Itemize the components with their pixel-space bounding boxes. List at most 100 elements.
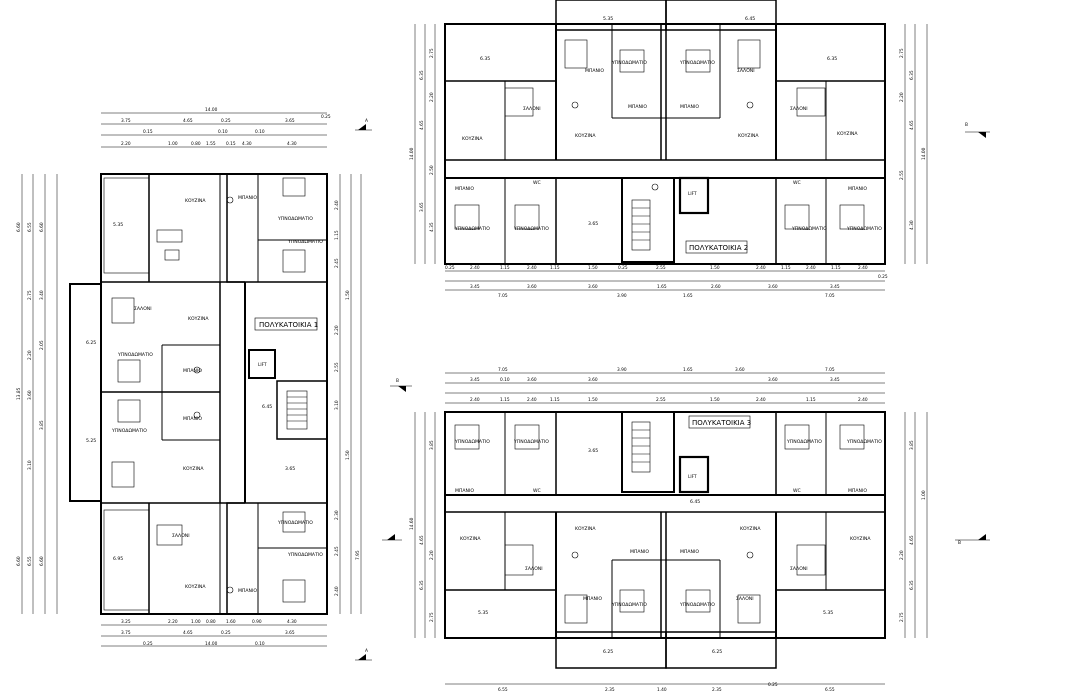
b2-kitchen-label: ΚΟΥΖΙΝΑ — [738, 133, 759, 139]
b2-dim-left: 4.65 — [419, 120, 425, 130]
b3-area: 5.35 — [823, 610, 833, 616]
b3-dim-right: 4.65 — [909, 535, 915, 545]
b3-living-label: ΣΑΛΟΝΙ — [736, 596, 754, 602]
b2-bedroom-label: ΥΠΝΟΔΩΜΑΤΙΟ — [454, 226, 490, 232]
b3-dim-top: 7.05 — [825, 367, 835, 373]
b2-dim-bottom: 3.60 — [527, 284, 537, 290]
b2-dim-bottom: 2.40 — [806, 265, 816, 271]
b1-dim-top: 0.10 — [218, 129, 228, 135]
b1-dim-bottom: 1.00 — [191, 619, 201, 625]
b2-bath-label: ΜΠΑΝΙΟ — [628, 104, 647, 110]
b2-dim-bottom: 2.40 — [858, 265, 868, 271]
b1-bedroom-label-6: ΥΠΝΟΔΩΜΑΤΙΟ — [287, 552, 323, 558]
building-2-plan: LIFT ΠΟΛΥΚΑΤΟΙΚΙΑ 2 ΥΠΝΟΔΩΜΑΤΙΟ ΥΠΝΟΔΩΜΑ… — [409, 0, 990, 299]
b3-bedroom-label: ΥΠΝΟΔΩΜΑΤΙΟ — [611, 602, 647, 608]
b2-dim-bottom: 2.40 — [527, 265, 537, 271]
b1-dim-bottom: 4.65 — [183, 630, 193, 636]
b3-kitchen-label: ΚΟΥΖΙΝΑ — [740, 526, 761, 532]
b3-dim-left: 6.35 — [419, 580, 425, 590]
b2-dim-bottom: 1.65 — [657, 284, 667, 290]
b1-living-label-1: ΣΑΛΟΝΙ — [134, 306, 152, 312]
b1-dim-bottom: 14.00 — [205, 641, 218, 647]
b1-dim-right: 1.50 — [345, 290, 351, 300]
b3-dim-bottom: 1.40 — [657, 687, 667, 693]
b2-dim-bottom: 2.40 — [756, 265, 766, 271]
b3-bedroom-label: ΥΠΝΟΔΩΜΑΤΙΟ — [513, 439, 549, 445]
b1-dim-bottom: 0.10 — [255, 641, 265, 647]
b2-dim-bottom: 3.45 — [830, 284, 840, 290]
b1-dim-left: 2.75 — [27, 290, 33, 300]
b2-dim-bottom: 1.50 — [588, 265, 598, 271]
b2-dim-bottom: 2.60 — [711, 284, 721, 290]
b3-dim-top: 1.65 — [683, 367, 693, 373]
b1-dim-left: 6.55 — [27, 222, 33, 232]
section-marker-b-b2: B — [965, 122, 990, 138]
b3-dim-bottom: 2.35 — [605, 687, 615, 693]
b2-bath-label: ΜΠΑΝΙΟ — [680, 104, 699, 110]
b1-dim-right: 2.45 — [334, 546, 340, 556]
section-marker-b-left: B — [390, 378, 412, 392]
b2-dim-right: 2.75 — [899, 48, 905, 58]
b3-dim-top: 2.40 — [527, 397, 537, 403]
b1-dim-top: 2.20 — [121, 141, 131, 147]
b3-dim-top: 0.10 — [500, 377, 510, 383]
b3-dim-top: 2.40 — [470, 397, 480, 403]
b2-dim-bottom: 1.15 — [500, 265, 510, 271]
b1-dim-right: 2.40 — [334, 586, 340, 596]
b2-dim-bottom: 3.60 — [768, 284, 778, 290]
b3-area: 6.45 — [690, 499, 700, 505]
b3-dim-bottom: 2.35 — [712, 687, 722, 693]
b1-dim-left: 6.60 — [39, 556, 45, 566]
b1-dim-left: 6.60 — [16, 556, 22, 566]
b2-kitchen-label: ΚΟΥΖΙΝΑ — [462, 136, 483, 142]
b1-dim-top: 0.10 — [255, 129, 265, 135]
b1-dim-bottom: 2.20 — [168, 619, 178, 625]
b2-bath-label: ΜΠΑΝΙΟ — [455, 186, 474, 192]
b3-dim-top: 3.60 — [588, 377, 598, 383]
section-marker-a-bottom: A — [355, 648, 372, 661]
b1-area-6: 3.65 — [285, 466, 295, 472]
b2-bedroom-label: ΥΠΝΟΔΩΜΑΤΙΟ — [679, 60, 715, 66]
b2-area: 6.35 — [827, 56, 837, 62]
b1-bedroom-label-2: ΥΠΝΟΔΩΜΑΤΙΟ — [287, 239, 323, 245]
b2-bedroom-label: ΥΠΝΟΔΩΜΑΤΙΟ — [846, 226, 882, 232]
b2-dim-right: 2.55 — [899, 170, 905, 180]
b2-dim-left: 4.35 — [429, 222, 435, 232]
b2-dim-bottom: 3.45 — [470, 284, 480, 290]
b1-bedroom-label-3: ΥΠΝΟΔΩΜΑΤΙΟ — [117, 352, 153, 358]
b3-bedroom-label: ΥΠΝΟΔΩΜΑΤΙΟ — [786, 439, 822, 445]
b2-dim-bottom: 1.15 — [550, 265, 560, 271]
b1-dim-bottom: 3.65 — [285, 630, 295, 636]
b2-dim-left: 2.20 — [429, 92, 435, 102]
section-marker-a-top: A — [355, 118, 372, 131]
b3-dim-right: 3.85 — [909, 440, 915, 450]
b1-dim-top: 1.55 — [206, 141, 216, 147]
b1-dim-bottom: 4.30 — [287, 619, 297, 625]
b3-dim-bottom: 6.55 — [825, 687, 835, 693]
b3-dim-left: 14.60 — [409, 517, 415, 530]
b3-living-label: ΣΑΛΟΝΙ — [790, 566, 808, 572]
b1-dim-left: 2.20 — [27, 350, 33, 360]
b1-kitchen-label-4: ΚΟΥΖΙΝΑ — [185, 584, 206, 590]
b3-dim-right: 6.35 — [909, 580, 915, 590]
b2-area: 5.35 — [603, 16, 613, 22]
building-2-label: ΠΟΛΥΚΑΤΟΙΚΙΑ 2 — [689, 244, 748, 252]
b3-bedroom-label: ΥΠΝΟΔΩΜΑΤΙΟ — [846, 439, 882, 445]
b2-dim-bottom: 0.25 — [878, 274, 888, 280]
b2-living-label: ΣΑΛΟΝΙ — [790, 106, 808, 112]
b2-kitchen-label: ΚΟΥΖΙΝΑ — [575, 133, 596, 139]
b3-dim-top: 3.60 — [527, 377, 537, 383]
b1-dim-right: 2.45 — [334, 258, 340, 268]
b1-dim-top: 0.25 — [321, 114, 331, 120]
b1-kitchen-label: ΚΟΥΖΙΝΑ — [185, 198, 206, 204]
b3-dim-top: 2.40 — [858, 397, 868, 403]
b1-dim-left: 3.40 — [39, 290, 45, 300]
b3-dim-top: 3.90 — [617, 367, 627, 373]
b1-dim-right: 7.95 — [355, 550, 361, 560]
b2-dim-bottom: 1.65 — [683, 293, 693, 299]
b2-dim-bottom: 1.50 — [710, 265, 720, 271]
b1-dim-bottom: 3.25 — [121, 619, 131, 625]
b3-area: 6.25 — [603, 649, 613, 655]
b3-area: 5.35 — [478, 610, 488, 616]
lift-label-b3: LIFT — [688, 474, 697, 480]
